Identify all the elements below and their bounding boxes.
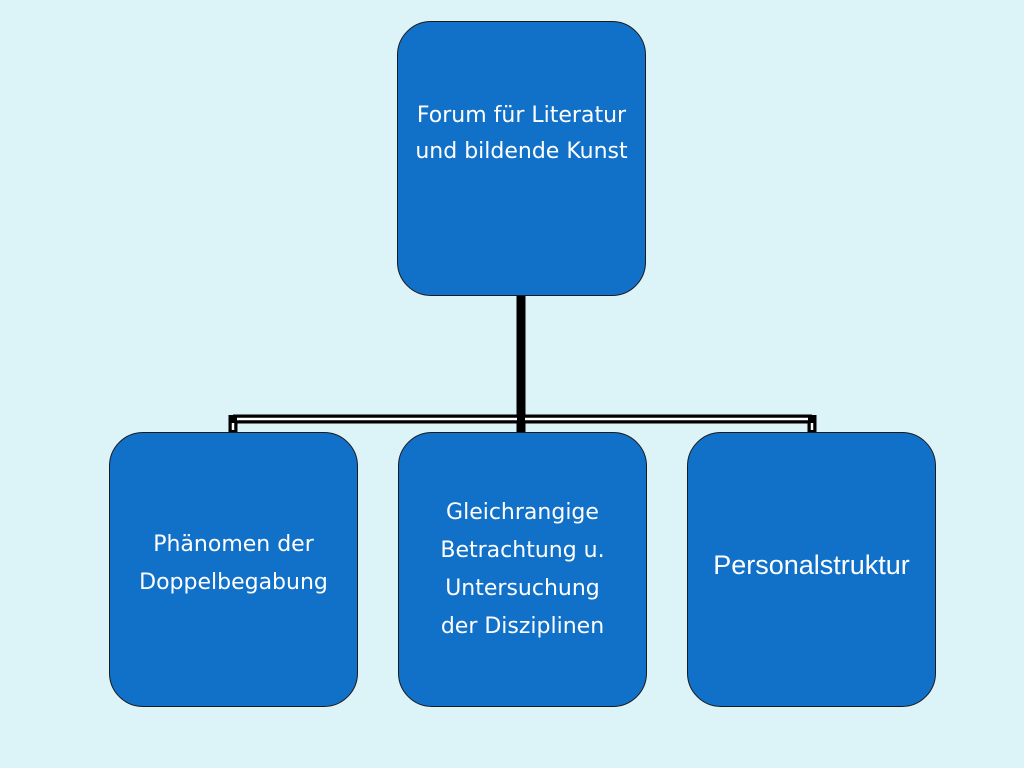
child-node-personalstruktur: Personalstruktur: [687, 432, 936, 707]
child-node-doppelbegabung: Phänomen der Doppelbegabung: [109, 432, 358, 707]
child-node-label: Phänomen der Doppelbegabung: [139, 531, 328, 595]
child-node-label: Gleichrangige Betrachtung u. Untersuchun…: [440, 499, 605, 639]
child-node-label: Personalstruktur: [713, 549, 910, 580]
root-node-label: Forum für Literatur und bildende Kunst: [415, 102, 628, 164]
root-node-forum: Forum für Literatur und bildende Kunst: [397, 21, 646, 296]
child-node-disziplinen: Gleichrangige Betrachtung u. Untersuchun…: [398, 432, 647, 707]
